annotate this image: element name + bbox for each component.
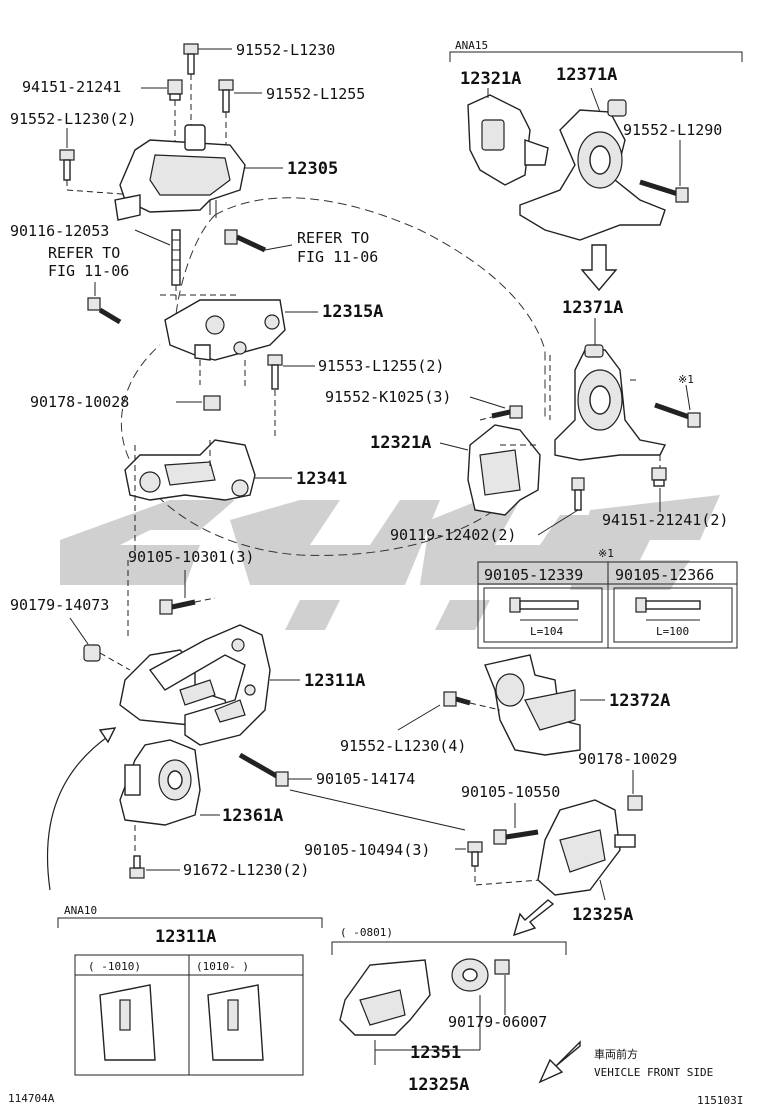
nut-90179-14073 <box>83 644 101 662</box>
label-90105-10494: 90105-10494(3) <box>304 841 430 859</box>
label-ana10-12311a: 12311A <box>155 927 216 947</box>
bolt-91552-l1230-top <box>183 43 199 75</box>
orientation-en: VEHICLE FRONT SIDE <box>594 1066 713 1079</box>
bolt-table-len2: L=100 <box>656 625 689 638</box>
label-91552-l1230: 91552-L1230 <box>236 41 335 59</box>
label-refer-right-2: FIG 11-06 <box>297 248 378 266</box>
label-refer-left-1: REFER TO <box>48 244 120 262</box>
bolt-90105-10301 <box>159 599 196 615</box>
label-90178-10028: 90178-10028 <box>30 393 129 411</box>
mount-12372a <box>484 654 581 756</box>
label-12351: 12351 <box>410 1043 461 1063</box>
bracket-12321a-ana15 <box>467 94 549 186</box>
label-90105-14174: 90105-14174 <box>316 770 415 788</box>
nut-90178-10028 <box>203 395 221 411</box>
bracket-12341 <box>124 439 256 501</box>
label-90116-12053: 90116-12053 <box>10 222 109 240</box>
ana10-range1: ( -1010) <box>88 960 141 973</box>
bolt-91672-l1230 <box>129 855 145 879</box>
bracket-12311a <box>119 624 271 746</box>
bolt-90105-10494 <box>467 841 483 867</box>
label-ana15-12371a: 12371A <box>556 65 617 85</box>
label-12341: 12341 <box>296 469 347 489</box>
mount-12305 <box>114 124 246 221</box>
bolt-91553-l1255 <box>267 354 283 390</box>
bolt-90119-12402 <box>571 477 585 511</box>
nut-94151-21241-pair <box>651 467 667 487</box>
label-94151-21241: 94151-21241 <box>22 78 121 96</box>
figure-code-left: 114704A <box>8 1092 55 1105</box>
label-12305: 12305 <box>287 159 338 179</box>
label-90179-06007: 90179-06007 <box>448 1013 547 1031</box>
label-90105-10550: 90105-10550 <box>461 783 560 801</box>
label-12361a: 12361A <box>222 806 283 826</box>
engine-outline <box>120 197 546 556</box>
bolt-refer-fig-11-06-right <box>224 229 267 253</box>
mount-12371a <box>554 344 667 461</box>
label-94151-21241-2: 94151-21241(2) <box>602 511 728 529</box>
ana10-range2: (1010- ) <box>196 960 249 973</box>
ana15-bracket-line <box>449 51 743 62</box>
label-90119-12402: 90119-12402(2) <box>390 526 516 544</box>
bolt-refer-fig-11-06-left <box>87 297 122 325</box>
label-refer-left-2: FIG 11-06 <box>48 262 129 280</box>
stud-90116-12053 <box>171 229 181 286</box>
bolt-90105-14174 <box>238 752 289 787</box>
bolt-91552-l1290 <box>639 179 689 203</box>
bracket-12321a <box>467 424 541 516</box>
mark-x1: ※1 <box>678 373 694 386</box>
label-12315a: 12315A <box>322 302 383 322</box>
label-ana15-91552-l1290: 91552-L1290 <box>623 121 722 139</box>
mount-12361a <box>119 739 201 826</box>
label-91552-l1230-4: 91552-L1230(4) <box>340 737 466 755</box>
label-12321a: 12321A <box>370 433 431 453</box>
label-91553-l1255: 91553-L1255(2) <box>318 357 444 375</box>
label-91552-l1255: 91552-L1255 <box>266 85 365 103</box>
bracket-12315a <box>164 299 286 361</box>
bolt-90105-10550 <box>493 829 539 845</box>
sub0801-range: ( -0801) <box>340 926 393 939</box>
orientation-jp: 車両前方 <box>594 1047 638 1061</box>
arrow-vehicle-front <box>538 1040 581 1084</box>
label-90178-10029: 90178-10029 <box>578 750 677 768</box>
bolt-length-table <box>477 561 738 649</box>
sub-0801-box <box>331 941 567 1065</box>
arrow-curved-up <box>46 734 111 891</box>
bracket-12325a <box>537 799 636 896</box>
label-12311a: 12311A <box>304 671 365 691</box>
arrow-down-ana15 <box>580 244 618 292</box>
label-90179-14073: 90179-14073 <box>10 596 109 614</box>
figure-code-right: 115103I <box>697 1094 743 1107</box>
mount-12371a-ana15 <box>519 99 666 241</box>
label-91552-l1230-2: 91552-L1230(2) <box>10 110 136 128</box>
bolt-x1 <box>654 402 701 428</box>
bolt-91552-l1230-pair <box>59 149 75 181</box>
ana15-tag: ANA15 <box>455 39 488 52</box>
bolt-table-col1: 90105-12339 <box>484 566 583 584</box>
label-sub0801-12325a: 12325A <box>408 1075 469 1095</box>
bolt-table-mark: ※1 <box>598 547 614 560</box>
arrow-front-side <box>512 899 555 937</box>
bolt-table-col2: 90105-12366 <box>615 566 714 584</box>
nut-90178-10029 <box>627 795 643 811</box>
bolt-91552-l1230-quad <box>443 691 471 707</box>
nut-94151-21241 <box>167 79 183 101</box>
label-12371a: 12371A <box>562 298 623 318</box>
label-12372a: 12372A <box>609 691 670 711</box>
bolt-91552-l1255 <box>218 79 234 113</box>
bolt-91552-k1025 <box>491 405 523 419</box>
label-ana15-12321a: 12321A <box>460 69 521 89</box>
label-91672-l1230: 91672-L1230(2) <box>183 861 309 879</box>
label-90105-10301: 90105-10301(3) <box>128 548 254 566</box>
label-12325a: 12325A <box>572 905 633 925</box>
ana10-tag: ANA10 <box>64 904 97 917</box>
ana10-box <box>57 917 323 1076</box>
label-refer-right-1: REFER TO <box>297 229 369 247</box>
label-91552-k1025: 91552-K1025(3) <box>325 388 451 406</box>
bolt-table-len1: L=104 <box>530 625 563 638</box>
